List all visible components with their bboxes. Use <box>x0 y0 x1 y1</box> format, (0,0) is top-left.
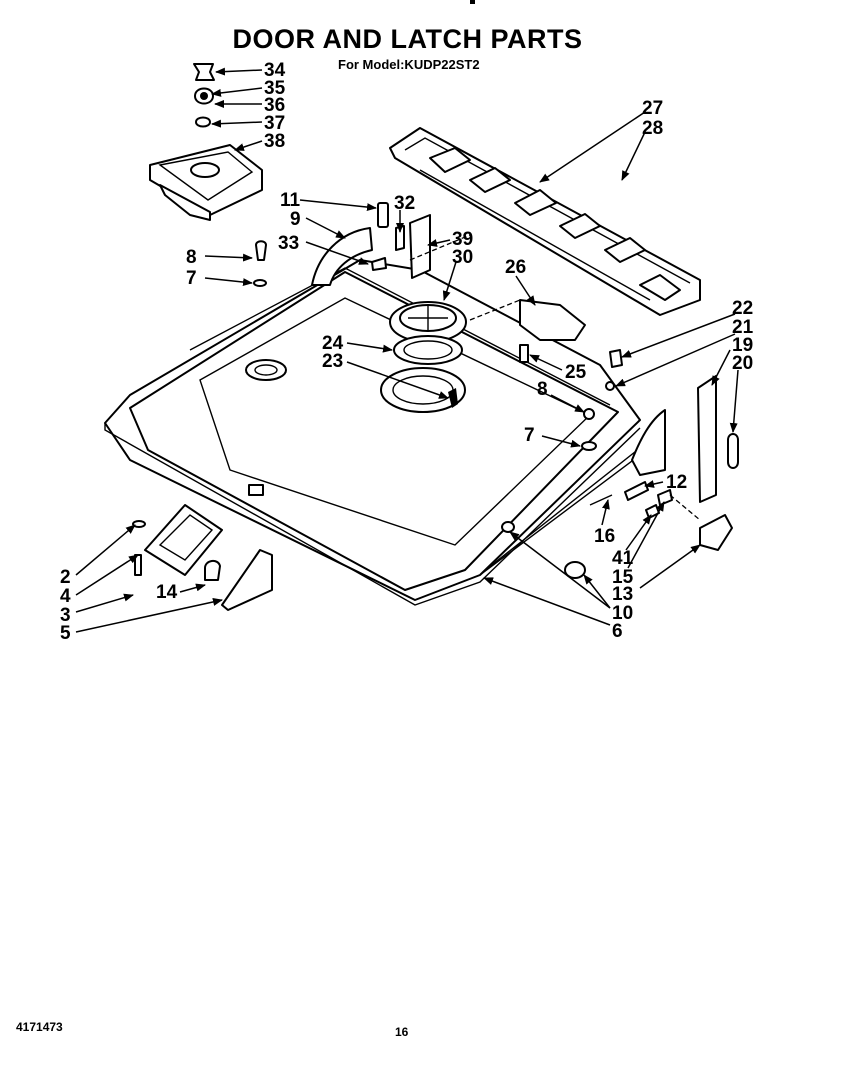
callout-7-upper: 7 <box>186 268 197 289</box>
door-panel <box>104 259 641 606</box>
callout-39: 39 <box>452 229 473 250</box>
callout-8-lower: 8 <box>537 379 548 400</box>
top-vent-rail <box>389 127 701 316</box>
callout-30: 30 <box>452 247 473 268</box>
callout-38: 38 <box>264 131 285 152</box>
callout-22: 22 <box>732 298 753 319</box>
callout-4: 4 <box>60 586 71 607</box>
vent-assembly <box>149 63 263 221</box>
callout-2: 2 <box>60 567 71 588</box>
callout-12: 12 <box>666 472 687 493</box>
callout-20: 20 <box>732 353 753 374</box>
callout-34: 34 <box>264 60 286 81</box>
page-number: 16 <box>395 1025 409 1039</box>
callout-24: 24 <box>322 333 344 354</box>
callout-35: 35 <box>264 78 286 99</box>
left-side-bracket <box>253 202 471 287</box>
knob <box>501 521 586 579</box>
right-side-bracket <box>581 375 739 503</box>
callout-19: 19 <box>732 335 753 356</box>
right-latch <box>519 299 623 391</box>
callout-9: 9 <box>290 209 301 230</box>
right-lower-parts <box>589 481 733 551</box>
callout-33: 33 <box>278 233 299 254</box>
leader-lines <box>75 67 739 633</box>
latch-assembly <box>389 299 521 365</box>
model-subtitle: For Model:KUDP22ST2 <box>338 57 480 72</box>
callout-5: 5 <box>60 623 71 644</box>
callout-numbers: 34 35 36 37 38 27 28 11 9 32 33 39 30 8 … <box>60 60 754 644</box>
callout-32: 32 <box>394 193 415 214</box>
callout-41: 41 <box>612 548 634 569</box>
callout-14: 14 <box>156 582 178 603</box>
callout-13: 13 <box>612 584 633 605</box>
document-number: 4171473 <box>16 1020 63 1034</box>
callout-36: 36 <box>264 95 285 116</box>
callout-21: 21 <box>732 317 754 338</box>
callout-37: 37 <box>264 113 285 134</box>
callout-6: 6 <box>612 621 623 642</box>
callout-25: 25 <box>565 362 587 383</box>
callout-28: 28 <box>642 118 663 139</box>
left-lower-parts <box>132 504 273 611</box>
callout-15: 15 <box>612 567 634 588</box>
callout-11: 11 <box>280 190 301 211</box>
callout-10: 10 <box>612 603 633 624</box>
callout-8-upper: 8 <box>186 247 197 268</box>
callout-23: 23 <box>322 351 343 372</box>
top-edge-mark <box>470 0 475 4</box>
callout-27: 27 <box>642 98 663 119</box>
callout-26: 26 <box>505 257 526 278</box>
callout-7-lower: 7 <box>524 425 535 446</box>
callout-16: 16 <box>594 526 615 547</box>
page-title: DOOR AND LATCH PARTS <box>232 24 583 54</box>
callout-3: 3 <box>60 605 71 626</box>
